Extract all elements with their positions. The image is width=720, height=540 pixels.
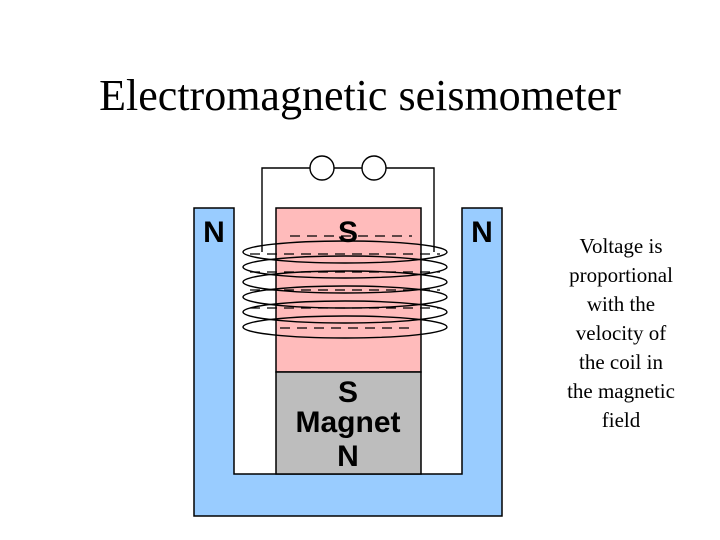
page-title: Electromagnetic seismometer [99,71,621,120]
caption-line: field [601,408,641,432]
caption-line: velocity of [575,321,667,345]
magnet-bottom-label: N [337,440,359,473]
inner-magnet [275,371,422,475]
magnet-top-label: S [338,376,358,409]
caption-line: the magnetic [567,379,675,403]
caption-line: proportional [569,263,673,287]
caption-line: with the [586,292,656,316]
lead-wires [261,167,435,252]
caption-line: the coil in [579,350,663,374]
upper-pole-piece [275,207,422,373]
right-pole-label: N [471,216,493,249]
left-pole-label: N [203,216,225,249]
magnet-name-label: Magnet [296,406,401,439]
caption: Voltage is proportional with the velocit… [548,232,694,435]
left-terminal [309,155,335,181]
u-shaped-magnet [193,207,503,517]
right-terminal [361,155,387,181]
upper-pole-label: S [338,216,358,249]
caption-line: Voltage is [579,234,663,258]
coil [242,240,448,339]
